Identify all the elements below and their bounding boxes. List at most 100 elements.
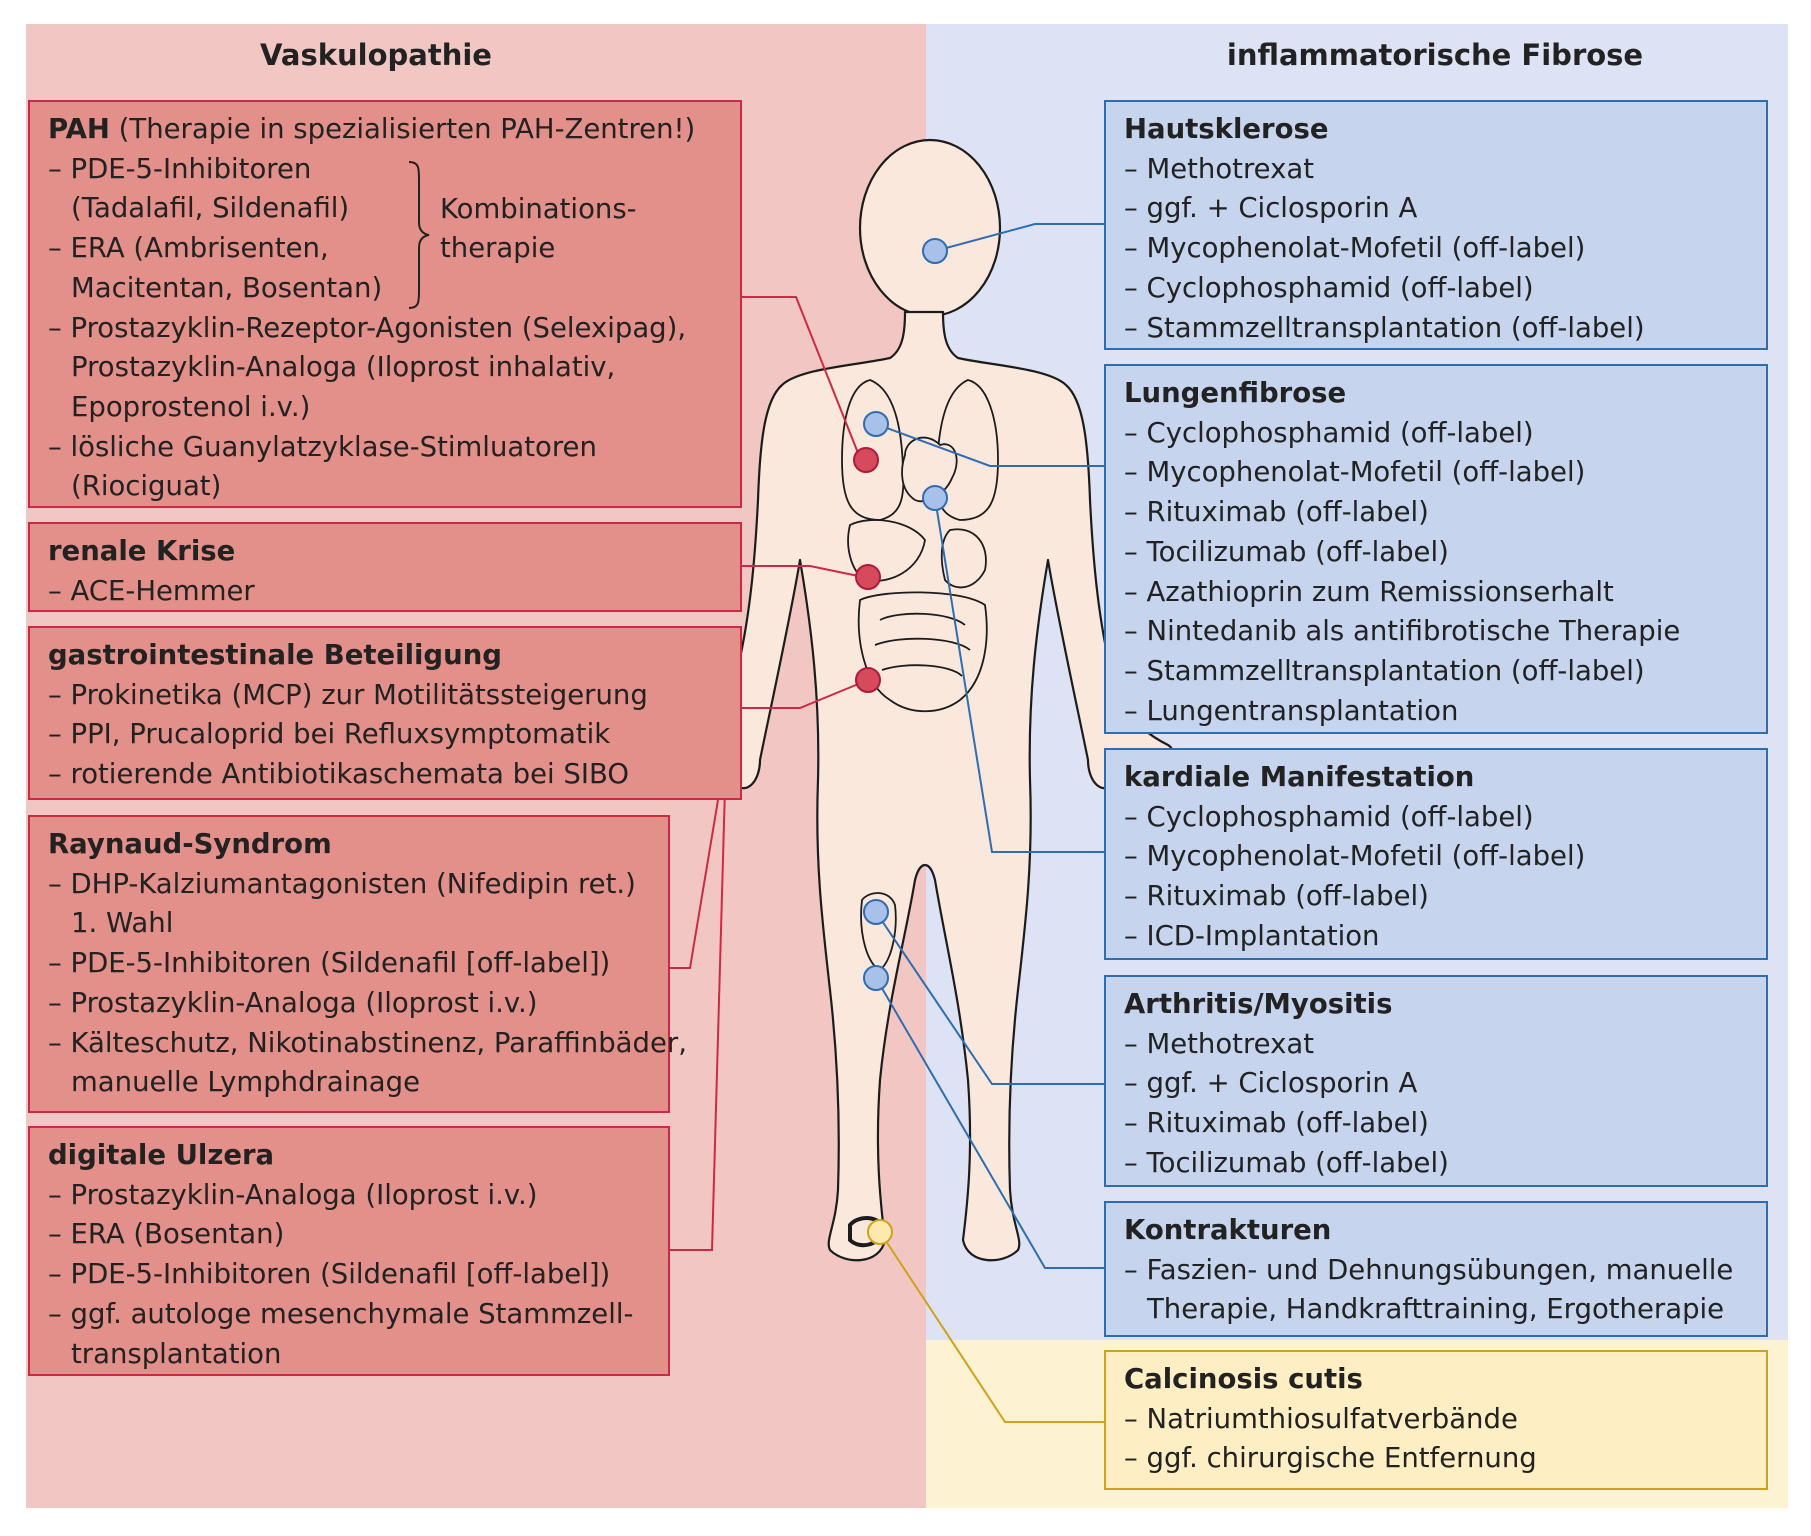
renal-crisis-box: renale Krise – ACE-Hemmer xyxy=(28,522,742,612)
arthritis-title: Arthritis/Myositis xyxy=(1124,988,1393,1020)
gi-line: – Prokinetika (MCP) zur Motilitätssteige… xyxy=(48,678,648,711)
ulcers-line: transplantation xyxy=(71,1337,282,1370)
skin-sclerosis-box: Hautsklerose – Methotrexat – ggf. + Cicl… xyxy=(1104,100,1768,350)
heart-marker-blue xyxy=(922,485,948,511)
contractures-line: Therapie, Handkrafttraining, Ergotherapi… xyxy=(1147,1293,1725,1326)
raynaud-box: Raynaud-Syndrom – DHP-Kalziumantagoniste… xyxy=(28,815,687,1113)
calcinosis-title: Calcinosis cutis xyxy=(1124,1363,1363,1395)
pah-line: Prostazyklin-Analoga (Iloprost inhalativ… xyxy=(71,351,616,384)
knee-marker-blue xyxy=(863,899,889,925)
skin-line: – Mycophenolat-Mofetil (off-label) xyxy=(1124,232,1586,265)
colon-inner xyxy=(874,612,971,677)
lung-line: – Nintedanib als antifibrotische Therapi… xyxy=(1124,615,1681,648)
pah-line: Epoprostenol i.v.) xyxy=(71,390,311,423)
arthritis-line: – Tocilizumab (off-label) xyxy=(1124,1146,1449,1179)
combination-label-1: Kombinations- xyxy=(440,193,637,225)
red-connectors xyxy=(670,296,869,1251)
lung-line: – Rituximab (off-label) xyxy=(1124,496,1429,529)
lung-line: – Mycophenolat-Mofetil (off-label) xyxy=(1124,456,1586,489)
pah-line: – Prostazyklin-Rezeptor-Agonisten (Selex… xyxy=(48,311,687,344)
arthritis-connector xyxy=(875,911,1104,1085)
pah-line: Macitentan, Bosentan) xyxy=(71,271,383,304)
gi-line: – PPI, Prucaloprid bei Refluxsymptomatik xyxy=(48,718,611,751)
pah-title-note: (Therapie in spezialisierten PAH-Zentren… xyxy=(109,113,696,145)
ulcers-line: – PDE-5-Inhibitoren (Sildenafil [off-lab… xyxy=(48,1258,611,1291)
vasculopathy-heading: Vaskulopathie xyxy=(260,38,492,72)
foot-marker-yellow xyxy=(867,1219,893,1245)
cardiac-line: – Cyclophosphamid (off-label) xyxy=(1124,800,1534,833)
ulcers-line: – ERA (Bosentan) xyxy=(48,1218,285,1251)
ulcers-title: digitale Ulzera xyxy=(48,1139,275,1171)
ulcers-line: – Prostazyklin-Analoga (Iloprost i.v.) xyxy=(48,1178,538,1211)
stomach xyxy=(940,528,987,589)
left-lung xyxy=(935,379,999,521)
ulcers-line: – ggf. autologe mesenchymale Stammzell- xyxy=(48,1297,634,1330)
cardiac-box: kardiale Manifestation – Cyclophosphamid… xyxy=(1104,748,1768,960)
pah-box: PAH (Therapie in spezialisierten PAH-Zen… xyxy=(28,100,742,508)
pah-line: – ERA (Ambrisenten, xyxy=(48,232,329,265)
combination-label-2: therapie xyxy=(440,232,556,264)
raynaud-line: manuelle Lymphdrainage xyxy=(71,1066,421,1099)
cardiac-connector xyxy=(934,497,1104,853)
lung-marker-red xyxy=(853,447,879,473)
cardiac-line: – Rituximab (off-label) xyxy=(1124,880,1429,913)
human-body-outline xyxy=(675,138,1173,1262)
skin-title: Hautsklerose xyxy=(1124,113,1329,145)
pah-line: (Tadalafil, Sildenafil) xyxy=(71,192,350,225)
heart xyxy=(901,436,958,503)
lung-marker-blue xyxy=(863,411,889,437)
gi-title: gastrointestinale Beteiligung xyxy=(48,639,502,671)
gi-line: – rotierende Antibiotikaschemata bei SIB… xyxy=(48,758,629,791)
raynaud-title: Raynaud-Syndrom xyxy=(48,828,332,860)
blue-connectors xyxy=(875,223,1104,1269)
skin-connector xyxy=(934,223,1104,252)
pah-line: (Riociguat) xyxy=(71,470,222,503)
raynaud-line: 1. Wahl xyxy=(71,907,174,940)
renal-connector xyxy=(742,565,869,579)
raynaud-line: – PDE-5-Inhibitoren (Sildenafil [off-lab… xyxy=(48,947,611,980)
calcinosis-box: Calcinosis cutis – Natriumthiosulfatverb… xyxy=(1104,1350,1768,1490)
contractures-connector xyxy=(875,977,1104,1269)
shin-marker-blue xyxy=(863,965,889,991)
calcinosis-connector xyxy=(879,1231,1104,1423)
lung-line: – Lungentransplantation xyxy=(1124,694,1459,727)
contractures-line: – Faszien- und Dehnungsübungen, manuelle xyxy=(1124,1253,1734,1286)
lung-line: – Cyclophosphamid (off-label) xyxy=(1124,416,1534,449)
arthritis-line: – Methotrexat xyxy=(1124,1027,1315,1060)
calcinosis-line: – Natriumthiosulfatverbände xyxy=(1124,1402,1518,1435)
gi-box: gastrointestinale Beteiligung – Prokinet… xyxy=(28,626,742,800)
pah-title: PAH xyxy=(48,113,110,145)
cardiac-line: – Mycophenolat-Mofetil (off-label) xyxy=(1124,840,1586,873)
renal-title: renale Krise xyxy=(48,535,236,567)
lung-title: Lungenfibrose xyxy=(1124,377,1347,409)
raynaud-line: – DHP-Kalziumantagonisten (Nifedipin ret… xyxy=(48,867,636,900)
blue-markers xyxy=(863,238,948,991)
lung-fibrosis-box: Lungenfibrose – Cyclophosphamid (off-lab… xyxy=(1104,364,1768,734)
digital-ulcers-box: digitale Ulzera – Prostazyklin-Analoga (… xyxy=(28,1126,670,1376)
calcinosis-line: – ggf. chirurgische Entfernung xyxy=(1124,1442,1537,1475)
ulcers-connector xyxy=(670,751,727,1251)
pah-connector xyxy=(742,296,861,459)
cardiac-line: – ICD-Implantation xyxy=(1124,919,1380,952)
cardiac-title: kardiale Manifestation xyxy=(1124,761,1475,793)
skin-line: – Stammzelltransplantation (off-label) xyxy=(1124,311,1645,344)
lung-line: – Azathioprin zum Remissionserhalt xyxy=(1124,575,1614,608)
pah-line: – lösliche Guanylatzyklase-Stimluatoren xyxy=(48,430,597,463)
combination-brace xyxy=(408,161,430,309)
gut-marker-red xyxy=(855,667,881,693)
renal-line: – ACE-Hemmer xyxy=(48,574,255,607)
skin-line: – Cyclophosphamid (off-label) xyxy=(1124,271,1534,304)
fibrosis-heading: inflammatorische Fibrose xyxy=(1226,38,1644,72)
arthritis-myositis-box: Arthritis/Myositis – Methotrexat – ggf. … xyxy=(1104,975,1768,1187)
gi-connector xyxy=(742,679,869,709)
arthritis-line: – Rituximab (off-label) xyxy=(1124,1107,1429,1140)
lung-line: – Stammzelltransplantation (off-label) xyxy=(1124,654,1645,687)
face-marker-blue xyxy=(922,238,948,264)
raynaud-connector xyxy=(670,751,727,969)
contractures-title: Kontrakturen xyxy=(1124,1214,1332,1246)
skin-line: – ggf. + Ciclosporin A xyxy=(1124,192,1418,225)
lung-connector xyxy=(875,423,1104,467)
pah-line: – PDE-5-Inhibitoren xyxy=(48,152,312,185)
kidney-marker-red xyxy=(855,564,881,590)
